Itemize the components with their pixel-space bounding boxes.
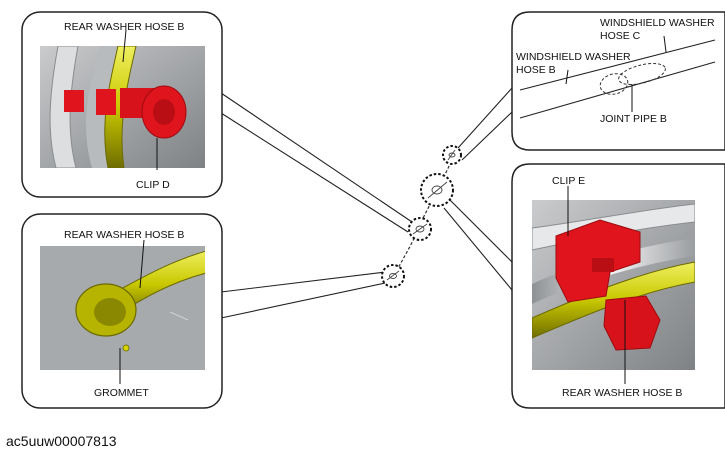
label-grommet: GROMMET xyxy=(94,387,149,399)
panel-grommet: REAR WASHER HOSE B GROMMET xyxy=(21,213,223,409)
label-clip-d: CLIP D xyxy=(136,179,170,191)
panel-clip-e: CLIP E REAR WASHER HOSE B xyxy=(511,163,725,409)
clip-e-photo xyxy=(532,200,695,370)
label-rear-washer-hose-b-3: REAR WASHER HOSE B xyxy=(562,387,682,399)
panel-clip-d: REAR WASHER HOSE B CLIP D xyxy=(21,11,223,198)
label-windshield-washer-hose-b-line1: WINDSHIELD WASHER xyxy=(516,51,631,63)
hose-route xyxy=(393,151,456,277)
label-windshield-washer-hose-c-line1: WINDSHIELD WASHER xyxy=(600,17,715,29)
label-windshield-washer-hose-c-line2: HOSE C xyxy=(600,30,641,42)
label-joint-pipe-b: JOINT PIPE B xyxy=(600,113,667,125)
grommet-photo xyxy=(40,246,205,370)
figure-id-caption: ac5uuw00007813 xyxy=(6,433,117,449)
label-clip-e: CLIP E xyxy=(552,175,585,187)
leader-lines xyxy=(220,87,513,319)
clip-d-photo xyxy=(40,46,205,168)
panel-joint-pipe-b: WINDSHIELD WASHER HOSE C WINDSHIELD WASH… xyxy=(511,11,725,151)
label-windshield-washer-hose-b-line2: HOSE B xyxy=(516,64,556,76)
label-rear-washer-hose-b: REAR WASHER HOSE B xyxy=(64,21,184,33)
label-rear-washer-hose-b-2: REAR WASHER HOSE B xyxy=(64,229,184,241)
